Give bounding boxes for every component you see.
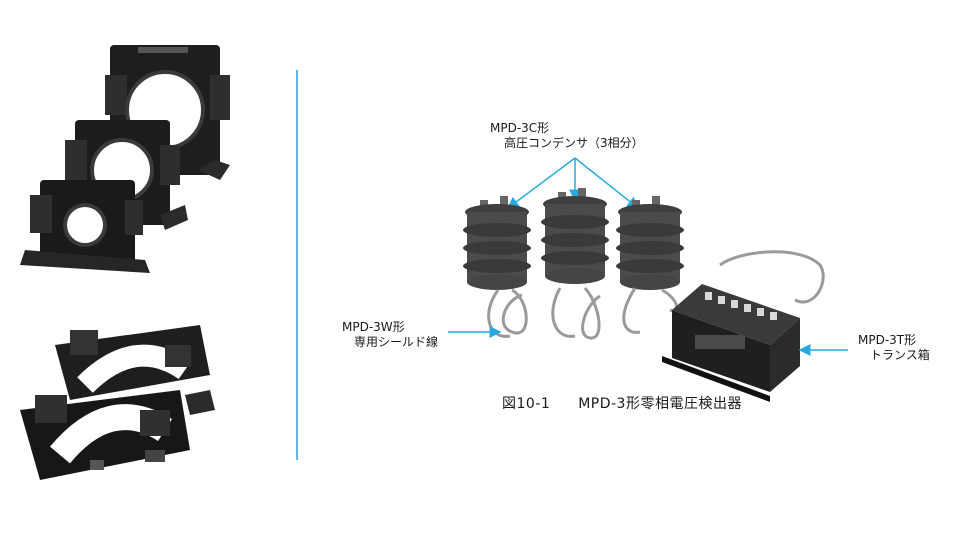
figure-caption: 図10-1 MPD-3形零相電圧検出器 [502,393,742,413]
zct-split-photo [20,325,215,480]
capacitor-model: MPD-3C形 [490,121,550,135]
capacitor-label: MPD-3C形 高圧コンデンサ（3相分） [490,121,644,151]
section-divider [296,70,298,460]
mpd3-device-diagram [448,157,848,402]
shield-label: MPD-3W形 専用シールド線 [342,320,438,350]
capacitor-2 [541,188,609,284]
transformer-box [662,284,800,402]
zct-small-unit [20,180,150,273]
transformer-desc: トランス箱 [870,348,930,362]
transformer-model: MPD-3T形 [858,333,917,347]
shield-desc: 専用シールド線 [354,335,439,349]
capacitor-arrows [506,157,640,209]
zct-split-back-unit [55,325,215,415]
zct-stacked-photo [20,45,230,273]
zct-split-front-unit [20,390,190,480]
capacitor-3 [616,196,684,290]
figure-number: 図10-1 [502,396,551,412]
figure-title: MPD-3形零相電圧検出器 [578,396,742,412]
shield-model: MPD-3W形 [342,320,405,334]
transformer-label: MPD-3T形 トランス箱 [858,333,930,363]
shield-wires [487,250,825,340]
zct-medium-unit [65,120,188,230]
capacitor-desc: 高圧コンデンサ（3相分） [504,136,644,150]
capacitor-1 [463,196,531,290]
